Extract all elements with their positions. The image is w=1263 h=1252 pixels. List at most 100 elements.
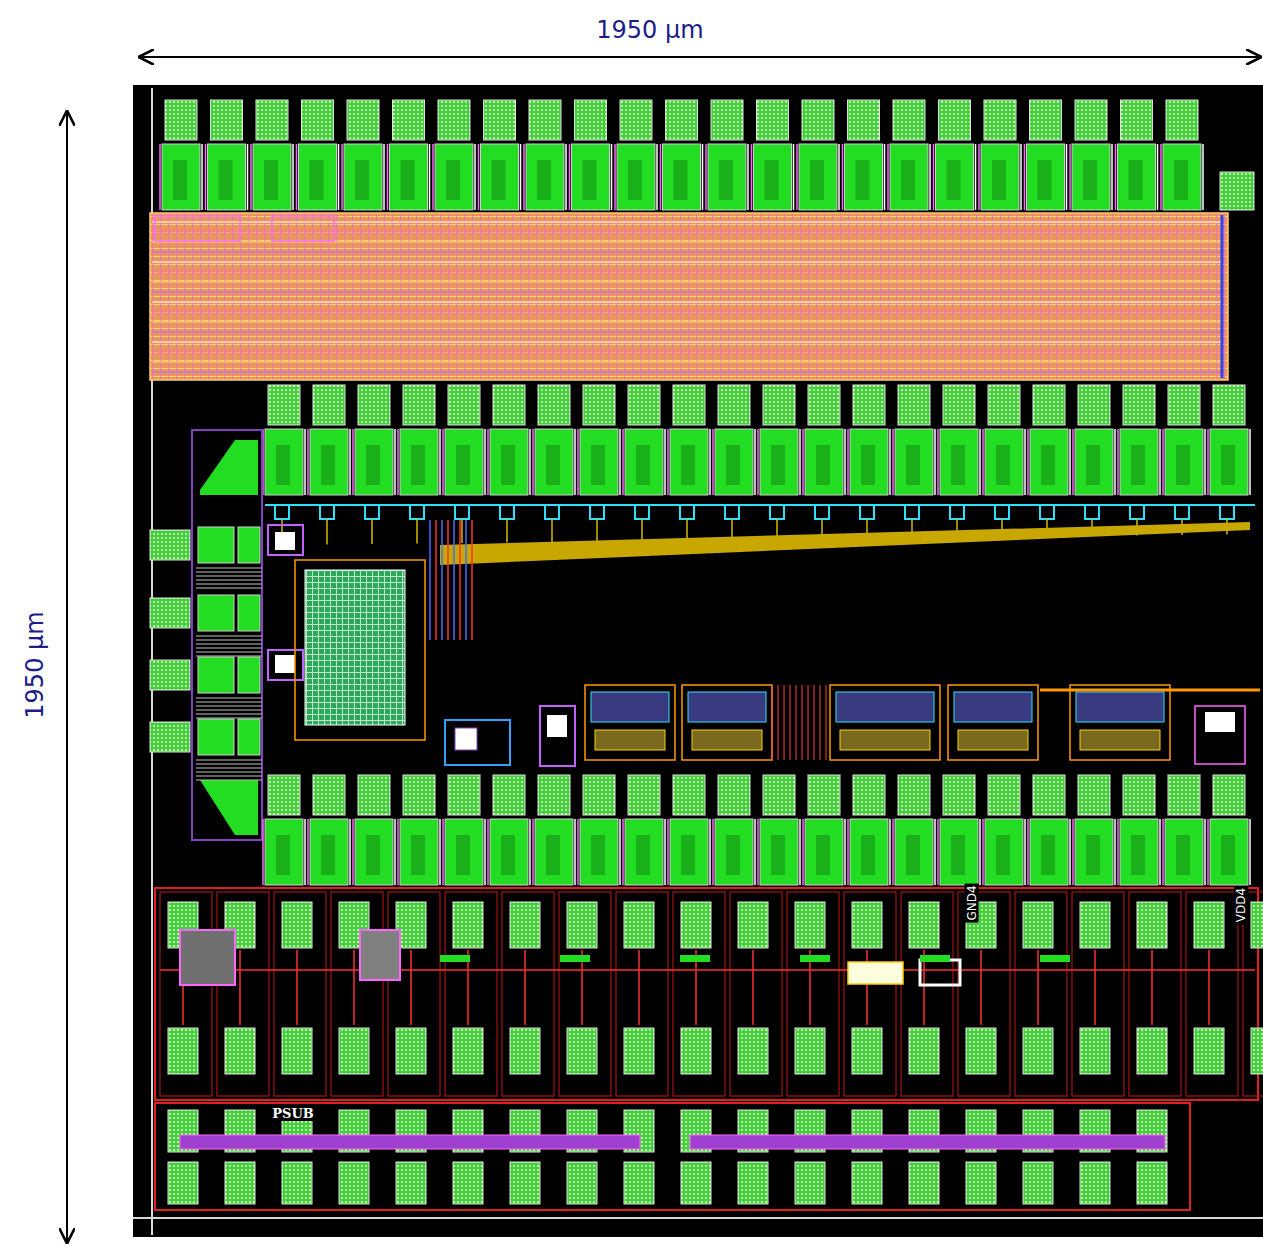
- metal-line: [442, 429, 444, 495]
- io-cell: [401, 160, 415, 200]
- metal-line: [790, 685, 791, 760]
- io-cell: [1086, 835, 1100, 875]
- io-cell: [1174, 160, 1188, 200]
- metal-line: [196, 698, 262, 699]
- metal-line: [660, 144, 662, 210]
- bond-pad: [358, 385, 390, 425]
- io-cell: [760, 429, 798, 495]
- via-stack: [995, 505, 1009, 519]
- corner-cell: [200, 780, 258, 835]
- io-cell: [198, 595, 234, 631]
- metal-line: [152, 232, 1222, 233]
- io-cell: [895, 819, 933, 885]
- metal-line: [982, 429, 984, 495]
- metal-line: [614, 144, 616, 210]
- metal-line: [196, 576, 262, 577]
- metal-line: [820, 685, 821, 760]
- io-cell: [681, 445, 695, 485]
- bond-pad: [718, 385, 750, 425]
- io-cell: [947, 160, 961, 200]
- metal-line: [1204, 819, 1206, 885]
- metal-line: [196, 580, 262, 581]
- bond-pad: [538, 385, 570, 425]
- metal-line: [247, 144, 249, 210]
- metal-line: [196, 714, 262, 715]
- io-cell: [625, 429, 663, 495]
- io-cell: [992, 160, 1006, 200]
- metal-line: [371, 519, 373, 544]
- metal-line: [196, 718, 262, 719]
- metal-line: [844, 429, 846, 495]
- bond-pad: [909, 1028, 939, 1074]
- metal-line: [1040, 689, 1260, 692]
- core-cell: [275, 655, 295, 673]
- metal-line: [1024, 819, 1026, 885]
- bond-pad: [575, 100, 607, 140]
- bond-pad: [484, 100, 516, 140]
- metal-line: [338, 144, 340, 210]
- metal-line: [1072, 429, 1074, 495]
- metal-line: [752, 950, 754, 1025]
- metal-line: [892, 819, 894, 885]
- io-cell: [901, 160, 915, 200]
- via-stack: [590, 505, 604, 519]
- bond-pad: [852, 902, 882, 948]
- bond-pad: [165, 100, 197, 140]
- io-cell: [344, 144, 382, 210]
- via-stack: [1130, 505, 1144, 519]
- metal-line: [239, 950, 241, 1025]
- io-cell: [856, 160, 870, 200]
- io-cell: [355, 160, 369, 200]
- bond-pad: [1166, 100, 1198, 140]
- bond-pad: [453, 1028, 483, 1074]
- io-cell: [816, 835, 830, 875]
- metal-line: [1066, 144, 1068, 210]
- metal-line: [747, 144, 749, 210]
- metal-line: [884, 144, 886, 210]
- via-stack: [275, 505, 289, 519]
- bond-pad: [909, 1162, 939, 1204]
- dimension-arrow: [66, 112, 68, 1242]
- bond-pad: [1137, 1028, 1167, 1074]
- bond-pad: [453, 902, 483, 948]
- metal-line: [394, 429, 396, 495]
- metal-line: [487, 819, 489, 885]
- metal-line: [826, 685, 827, 760]
- bond-pad: [393, 100, 425, 140]
- io-cell: [1086, 445, 1100, 485]
- io-cell: [435, 144, 473, 210]
- bond-pad: [1251, 902, 1263, 948]
- io-cell: [1129, 160, 1143, 200]
- core-cell: [275, 532, 295, 550]
- metal-line: [702, 144, 704, 210]
- guard-ring: [690, 1135, 1165, 1149]
- io-cell: [208, 144, 246, 210]
- device-block: [920, 960, 960, 985]
- bond-pad: [256, 100, 288, 140]
- pad-cell: [1186, 892, 1238, 1096]
- bond-pad: [282, 1028, 312, 1074]
- bond-pad: [168, 1028, 198, 1074]
- io-cell: [546, 835, 560, 875]
- bond-pad: [510, 902, 540, 948]
- metal-line: [1114, 819, 1116, 885]
- metal-line: [838, 144, 840, 210]
- metal-line: [196, 640, 262, 641]
- io-cell: [1163, 144, 1201, 210]
- via-stack: [950, 505, 964, 519]
- bond-pad: [795, 902, 825, 948]
- bond-pad: [1168, 775, 1200, 815]
- bond-pad: [628, 385, 660, 425]
- via-stack: [815, 505, 829, 519]
- metal-line: [1151, 950, 1153, 1025]
- io-cell: [771, 835, 785, 875]
- bond-pad: [448, 385, 480, 425]
- metal-line: [152, 292, 1222, 293]
- io-cell: [501, 835, 515, 875]
- bond-pad: [943, 775, 975, 815]
- metal-line: [802, 819, 804, 885]
- metal-line: [887, 144, 889, 210]
- io-cell: [1210, 819, 1248, 885]
- metal-line: [577, 819, 579, 885]
- bond-pad: [150, 598, 190, 628]
